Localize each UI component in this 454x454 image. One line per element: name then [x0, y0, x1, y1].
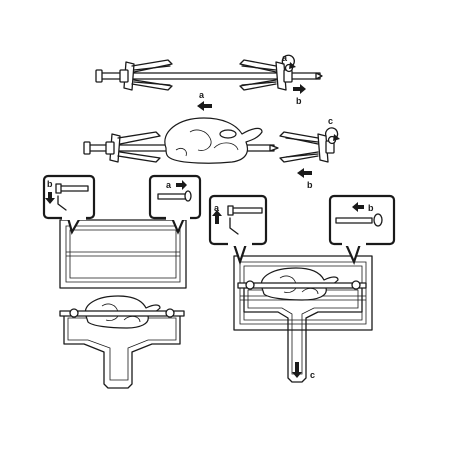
- label-b-callout-2: b: [368, 203, 374, 213]
- step1-spit-assembly: a b: [96, 53, 322, 106]
- callout-rod-tip: [185, 191, 191, 201]
- callout-rod-2: [158, 194, 186, 199]
- label-a-step2: a: [199, 90, 205, 100]
- right-fork-detached: [280, 132, 336, 162]
- arrow-left-icon: [197, 101, 212, 111]
- label-a-step1: a: [282, 53, 288, 63]
- callout-left-large: a: [210, 196, 266, 262]
- callout-right-large: b: [330, 196, 394, 262]
- callout-pointer-3: [234, 244, 246, 262]
- spit-rod-end-2: [84, 142, 90, 154]
- spit-rod-tip: [316, 73, 322, 79]
- rotate-icon-2-head: [333, 134, 340, 141]
- callout-rod-4: [336, 218, 372, 223]
- spit-rod-tip-2: [270, 145, 278, 151]
- callout-rod-end-3: [228, 206, 233, 215]
- step4-oven-right: c a b: [210, 196, 394, 382]
- rack-with-handle-left: [60, 296, 184, 388]
- label-c-step2: c: [328, 116, 333, 126]
- label-b-step1: b: [296, 96, 302, 106]
- callout-right-small: a: [150, 176, 200, 232]
- step3-oven-left: b a: [44, 176, 200, 288]
- rotate-icon-head: [289, 62, 296, 69]
- arrow-down-icon-2: [292, 362, 302, 378]
- arrow-left-icon-2: [297, 168, 312, 178]
- step2-chicken-spit: a c b: [84, 90, 340, 190]
- callout-pointer-4: [346, 244, 360, 262]
- label-b-callout: b: [47, 179, 53, 189]
- callout-rod-3: [230, 208, 262, 213]
- label-c-step4: c: [310, 370, 315, 380]
- label-b-step2: b: [307, 180, 313, 190]
- callout-left: b: [44, 176, 94, 232]
- spit-rod-end: [96, 70, 102, 82]
- arrow-right-icon: [293, 84, 306, 94]
- chicken: [165, 118, 262, 163]
- rack-rod-right: [238, 283, 366, 288]
- callout-rod-end: [56, 184, 61, 193]
- callout-rod-tip-2: [374, 214, 382, 226]
- callout-rod: [58, 186, 88, 191]
